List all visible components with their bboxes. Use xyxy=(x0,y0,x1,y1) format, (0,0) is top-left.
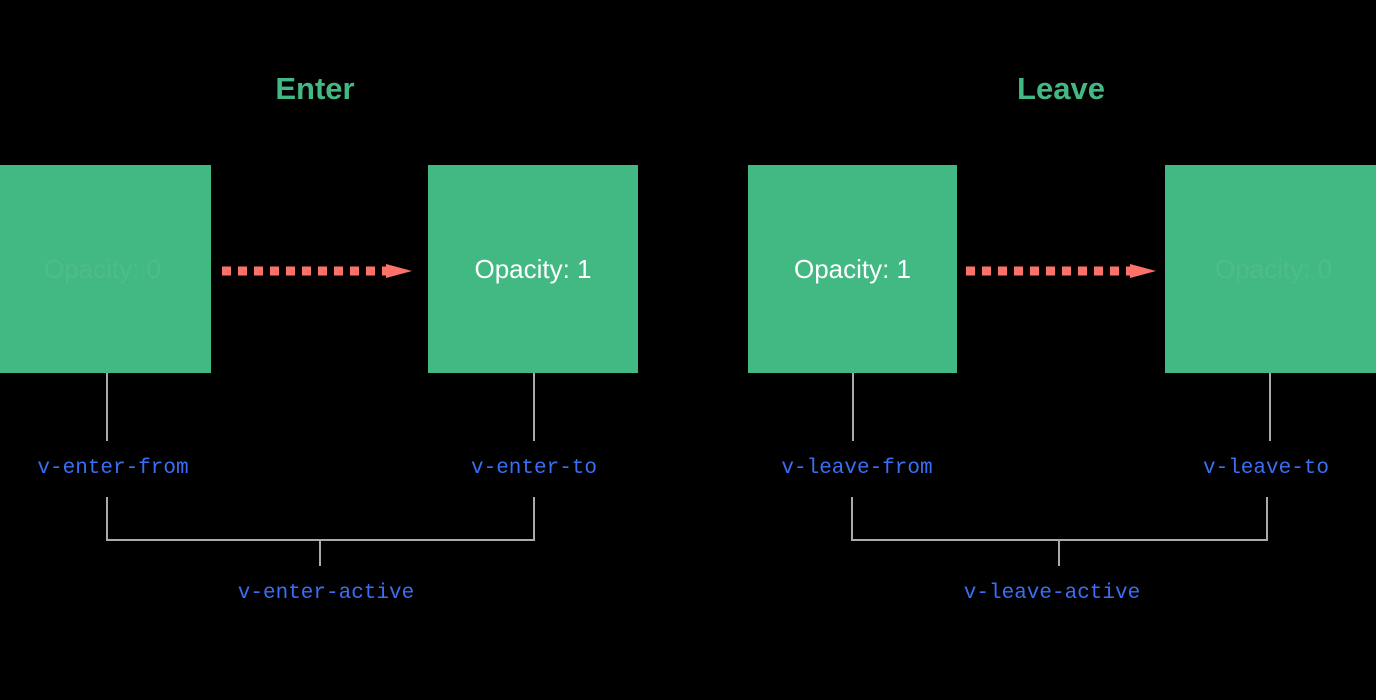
dashed-right-arrow-icon xyxy=(966,264,1156,278)
state-box-enter-to: Opacity: 1 xyxy=(428,165,638,373)
class-label-enter-active: v-enter-active xyxy=(237,582,415,605)
active-bracket-stem-enter xyxy=(319,541,321,566)
connector-stem-enter-from xyxy=(106,373,108,441)
connector-stem-enter-to xyxy=(533,373,535,441)
connector-stem-leave-to xyxy=(1269,373,1271,441)
state-box-leave-to: Opacity: 0 xyxy=(1165,165,1376,373)
connector-stem-leave-from xyxy=(852,373,854,441)
class-label-enter-to: v-enter-to xyxy=(470,457,598,480)
state-box-label: Opacity: 0 xyxy=(43,254,162,284)
section-title-leave: Leave xyxy=(1017,71,1105,106)
class-label-leave-to: v-leave-to xyxy=(1202,457,1330,480)
state-box-label: Opacity: 1 xyxy=(474,254,592,284)
dashed-right-arrow-icon xyxy=(222,264,412,278)
state-box-leave-from: Opacity: 1 xyxy=(748,165,957,373)
class-label-leave-active: v-leave-active xyxy=(963,582,1141,605)
active-bracket-enter xyxy=(106,497,535,541)
section-title-enter: Enter xyxy=(275,71,355,106)
active-bracket-leave xyxy=(851,497,1268,541)
state-box-label: Opacity: 1 xyxy=(793,254,912,284)
state-box-enter-from: Opacity: 0 xyxy=(0,165,211,373)
state-box-label: Opacity: 0 xyxy=(1214,254,1333,284)
active-bracket-stem-leave xyxy=(1058,541,1060,566)
class-label-leave-from: v-leave-from xyxy=(781,457,933,480)
class-label-enter-from: v-enter-from xyxy=(37,457,189,480)
